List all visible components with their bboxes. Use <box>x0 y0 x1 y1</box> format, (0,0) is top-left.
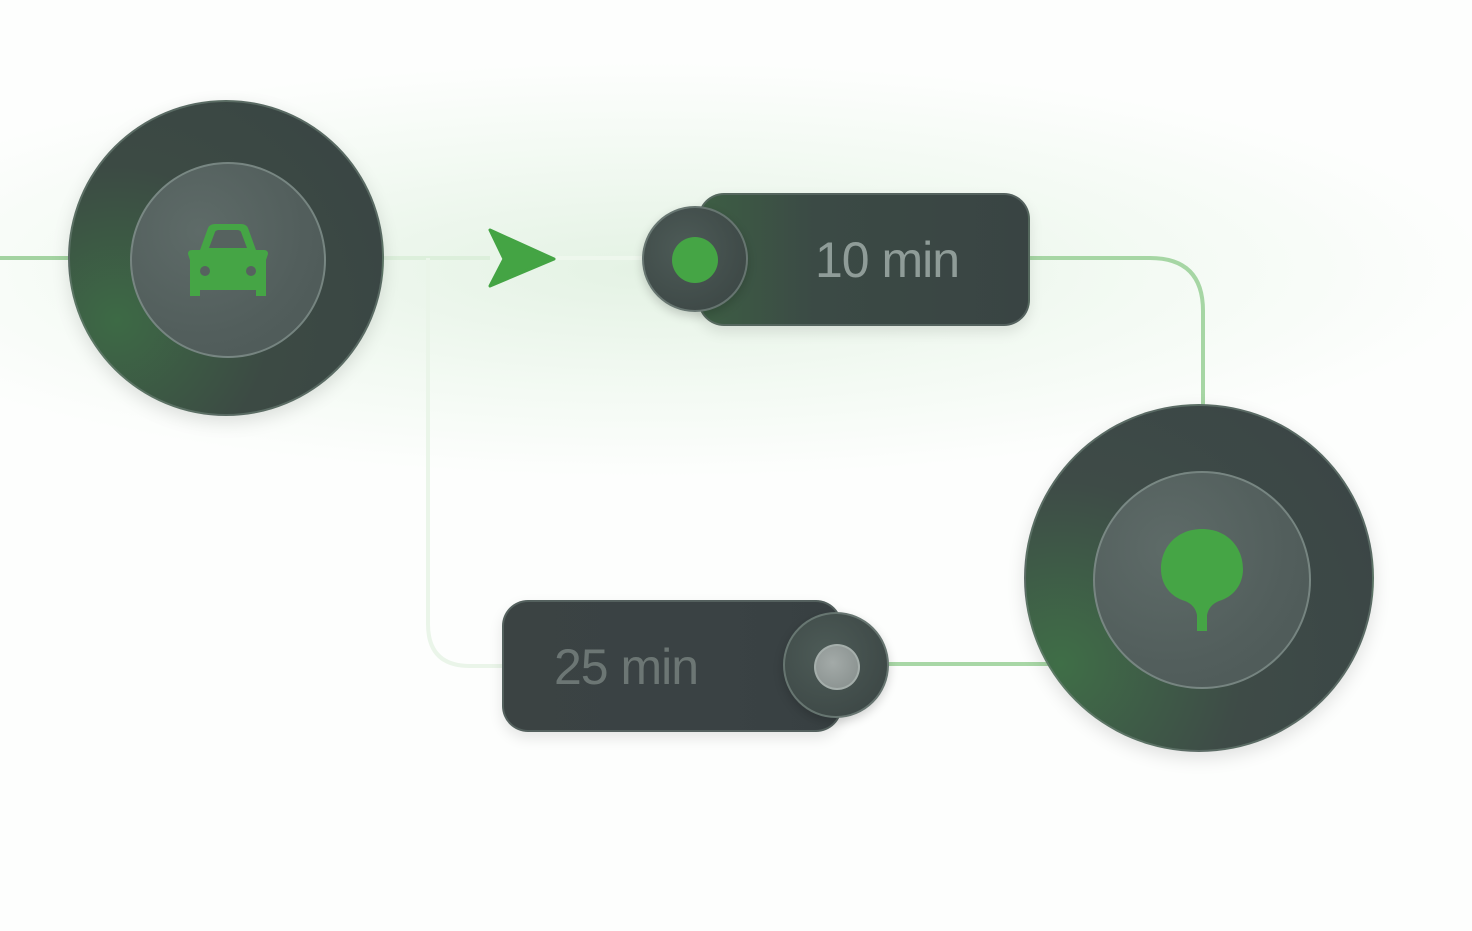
route-indicator-knob-active[interactable] <box>642 206 748 312</box>
tree-node-inner <box>1093 471 1311 689</box>
route-line-fast <box>1028 256 1205 406</box>
route-indicator-knob-inactive[interactable] <box>783 612 889 718</box>
tree-node[interactable] <box>1024 404 1374 752</box>
route-time-label: 10 min <box>815 232 960 288</box>
route-line-slow-branch <box>426 258 504 668</box>
car-icon <box>188 224 268 296</box>
car-node-inner <box>130 162 326 358</box>
active-dot-icon <box>672 237 718 283</box>
arrow-right-icon <box>488 228 556 288</box>
route-time-label: 25 min <box>554 639 699 695</box>
route-time-badge-fast[interactable]: 10 min <box>698 193 1030 326</box>
tree-icon <box>1161 529 1243 631</box>
car-node[interactable] <box>68 100 384 416</box>
inactive-dot-icon <box>814 644 860 690</box>
